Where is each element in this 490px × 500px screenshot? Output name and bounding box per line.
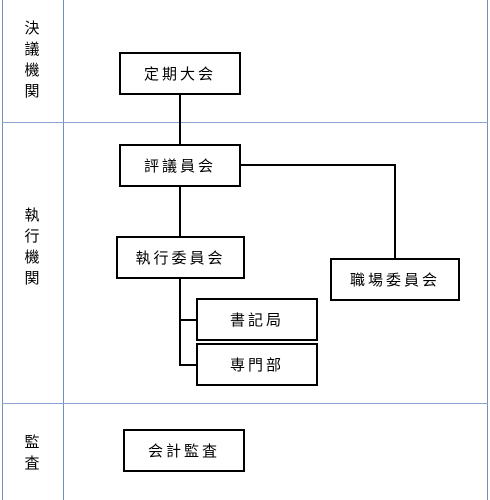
section-label-execution: 執行機関: [24, 206, 40, 287]
connector-to-secretariat: [179, 319, 198, 321]
row-divider-2: [2, 403, 488, 404]
connector-council-executive: [179, 186, 181, 238]
box-general-meeting: 定期大会: [119, 52, 241, 95]
box-specialist-dept: 専門部: [196, 343, 318, 386]
row-divider-1: [2, 122, 488, 123]
section-label-decision: 決議機関: [24, 19, 40, 100]
connector-executive-branch: [179, 278, 181, 366]
connector-meeting-council: [179, 94, 181, 146]
section-divider-vertical: [63, 0, 64, 500]
connector-council-workplace-h: [241, 164, 396, 166]
box-executive-committee: 執行委員会: [116, 236, 245, 279]
frame-right-border: [487, 0, 488, 500]
box-workplace-committee: 職場委員会: [330, 258, 460, 301]
box-council: 評議員会: [119, 144, 241, 187]
box-secretariat: 書記局: [196, 298, 318, 341]
frame-left-border: [2, 0, 3, 500]
section-label-audit: 監査: [24, 433, 40, 472]
connector-to-specialist: [179, 364, 198, 366]
connector-council-workplace-v: [394, 164, 396, 260]
box-accounting-audit: 会計監査: [123, 429, 245, 472]
